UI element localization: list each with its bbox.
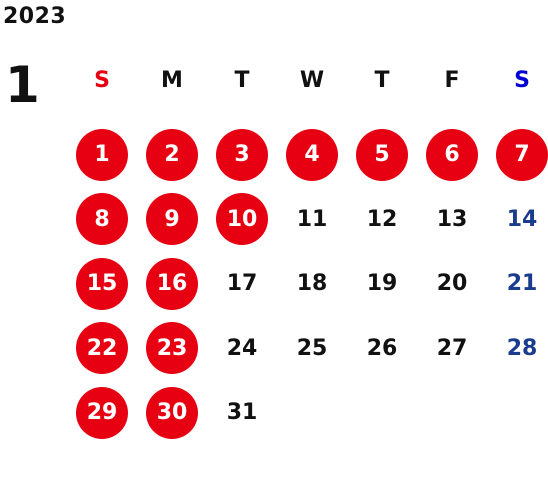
calendar-date[interactable]: 14 (506, 206, 538, 232)
calendar-date[interactable]: 28 (506, 335, 538, 361)
day-cell: 20 (417, 252, 487, 317)
calendar-date[interactable]: 11 (296, 206, 328, 232)
day-cell (277, 381, 347, 446)
day-cell: 6 (417, 123, 487, 188)
calendar-date[interactable]: 13 (436, 206, 468, 232)
holiday-date[interactable]: 3 (216, 128, 268, 181)
weekday-header: S (514, 67, 530, 93)
day-cell: 7 (487, 123, 548, 188)
day-cell: 18 (277, 252, 347, 317)
calendar-date[interactable]: 31 (226, 400, 258, 426)
day-cell: 3 (207, 123, 277, 188)
day-cell: 12 (347, 187, 417, 252)
day-cell (487, 381, 548, 446)
day-cell: 17 (207, 252, 277, 317)
day-cell: 11 (277, 187, 347, 252)
holiday-date[interactable]: 2 (146, 128, 198, 181)
month-number: 1 (5, 56, 40, 114)
day-cell: 4 (277, 123, 347, 188)
day-cell: 1 (67, 123, 137, 188)
day-cell: 29 (67, 381, 137, 446)
holiday-date[interactable]: 16 (146, 257, 198, 310)
calendar-date[interactable]: 21 (506, 271, 538, 297)
holiday-date[interactable]: 8 (76, 193, 128, 246)
holiday-date[interactable]: 9 (146, 193, 198, 246)
weekday-header: T (374, 67, 390, 93)
day-cell: 27 (417, 316, 487, 381)
day-cell: 10 (207, 187, 277, 252)
weekday-header: W (299, 67, 325, 93)
calendar-date[interactable]: 25 (296, 335, 328, 361)
weekday-header: F (444, 67, 460, 93)
day-cell: 19 (347, 252, 417, 317)
day-cell (417, 381, 487, 446)
day-cell: 30 (137, 381, 207, 446)
holiday-date[interactable]: 5 (356, 128, 408, 181)
calendar-date[interactable]: 27 (436, 335, 468, 361)
day-cell: 24 (207, 316, 277, 381)
day-cell: 28 (487, 316, 548, 381)
day-cell: 16 (137, 252, 207, 317)
holiday-date[interactable]: 22 (76, 322, 128, 375)
holiday-date[interactable]: 15 (76, 257, 128, 310)
weekday-header: S (94, 67, 110, 93)
year-label: 2023 (3, 4, 67, 29)
holiday-date[interactable]: 7 (496, 128, 548, 181)
day-cell (347, 381, 417, 446)
holiday-date[interactable]: 10 (216, 193, 268, 246)
holiday-date[interactable]: 1 (76, 128, 128, 181)
day-cell: 8 (67, 187, 137, 252)
holiday-date[interactable]: 4 (286, 128, 338, 181)
holiday-date[interactable]: 30 (146, 386, 198, 439)
weekday-header: M (161, 67, 183, 93)
day-cell: 22 (67, 316, 137, 381)
calendar-date[interactable]: 17 (226, 271, 258, 297)
day-cell: 31 (207, 381, 277, 446)
calendar-date[interactable]: 24 (226, 335, 258, 361)
day-cell: 2 (137, 123, 207, 188)
holiday-date[interactable]: 6 (426, 128, 478, 181)
day-cell: 5 (347, 123, 417, 188)
day-cell: 13 (417, 187, 487, 252)
calendar-date[interactable]: 26 (366, 335, 398, 361)
day-cell: 25 (277, 316, 347, 381)
calendar-date[interactable]: 12 (366, 206, 398, 232)
day-cell: 26 (347, 316, 417, 381)
day-cell: 15 (67, 252, 137, 317)
day-cell: 9 (137, 187, 207, 252)
day-cell: 23 (137, 316, 207, 381)
day-cell: 14 (487, 187, 548, 252)
weekday-header: T (234, 67, 250, 93)
calendar-date[interactable]: 20 (436, 271, 468, 297)
calendar-date[interactable]: 18 (296, 271, 328, 297)
calendar-date[interactable]: 19 (366, 271, 398, 297)
holiday-date[interactable]: 29 (76, 386, 128, 439)
holiday-date[interactable]: 23 (146, 322, 198, 375)
day-cell: 21 (487, 252, 548, 317)
